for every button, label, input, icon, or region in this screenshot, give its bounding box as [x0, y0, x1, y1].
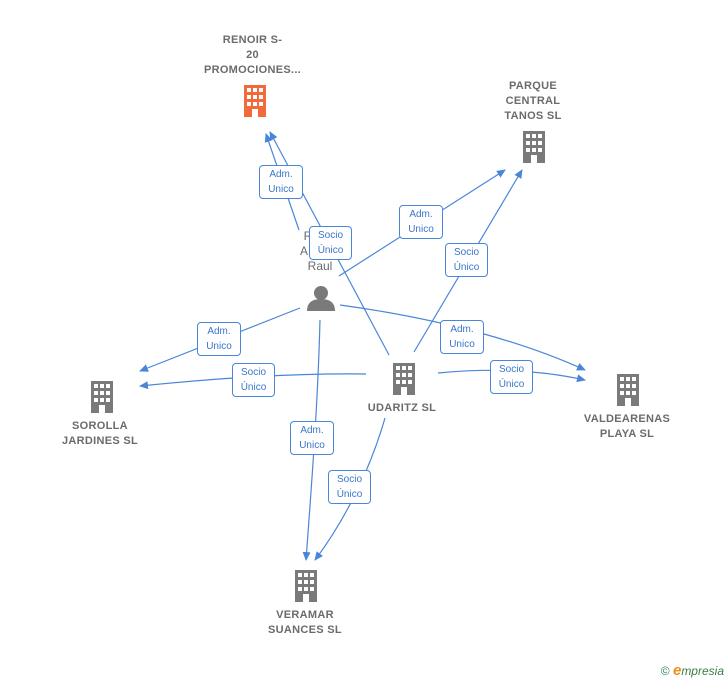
edge-label-udaritz-parque-socio[interactable]: Socio Único — [445, 243, 488, 277]
person-icon[interactable] — [307, 286, 335, 311]
building-icon-parque[interactable] — [523, 131, 545, 163]
edge-label-person-sorolla-adm[interactable]: Adm. Unico — [197, 322, 241, 356]
copyright-symbol: © — [660, 664, 670, 678]
edge-label-person-renoir-adm[interactable]: Adm. Unico — [259, 165, 303, 199]
edge-label-udaritz-sorolla-socio[interactable]: Socio Único — [232, 363, 275, 397]
node-label-veramar[interactable]: VERAMAR SUANCES SL — [268, 609, 342, 636]
node-label-renoir[interactable]: RENOIR S- 20 PROMOCIONES... — [203, 34, 302, 76]
edge-label-person-parque-adm[interactable]: Adm. Unico — [399, 205, 443, 239]
building-icon-udaritz[interactable] — [393, 363, 415, 395]
edge-label-udaritz-valdearenas-socio[interactable]: Socio Único — [490, 360, 533, 394]
building-icon-valdearenas[interactable] — [617, 374, 639, 406]
edge-label-udaritz-renoir-socio[interactable]: Socio Único — [309, 226, 352, 260]
node-label-sorolla[interactable]: SOROLLA JARDINES SL — [61, 420, 139, 447]
edge-label-person-valdearenas-adm[interactable]: Adm. Unico — [440, 320, 484, 354]
brand-logo-e: e — [672, 662, 682, 679]
node-label-udaritz[interactable]: UDARITZ SL — [367, 402, 437, 414]
node-label-valdearenas[interactable]: VALDEARENAS PLAYA SL — [583, 413, 671, 440]
person-label-line1: R — [303, 229, 313, 243]
person-label-line2: A — [299, 244, 308, 258]
building-icon-veramar[interactable] — [295, 570, 317, 602]
brand-logo: © empresia — [661, 662, 724, 679]
edge-label-udaritz-veramar-socio[interactable]: Socio Único — [328, 470, 371, 504]
edge-label-person-veramar-adm[interactable]: Adm. Unico — [290, 421, 334, 455]
brand-logo-text: mpresia — [681, 664, 724, 678]
building-icon-sorolla[interactable] — [91, 381, 113, 413]
node-label-parque[interactable]: PARQUE CENTRAL TANOS SL — [504, 80, 562, 122]
building-icon-renoir[interactable] — [244, 85, 266, 117]
person-label-line3[interactable]: Raul — [307, 259, 333, 273]
